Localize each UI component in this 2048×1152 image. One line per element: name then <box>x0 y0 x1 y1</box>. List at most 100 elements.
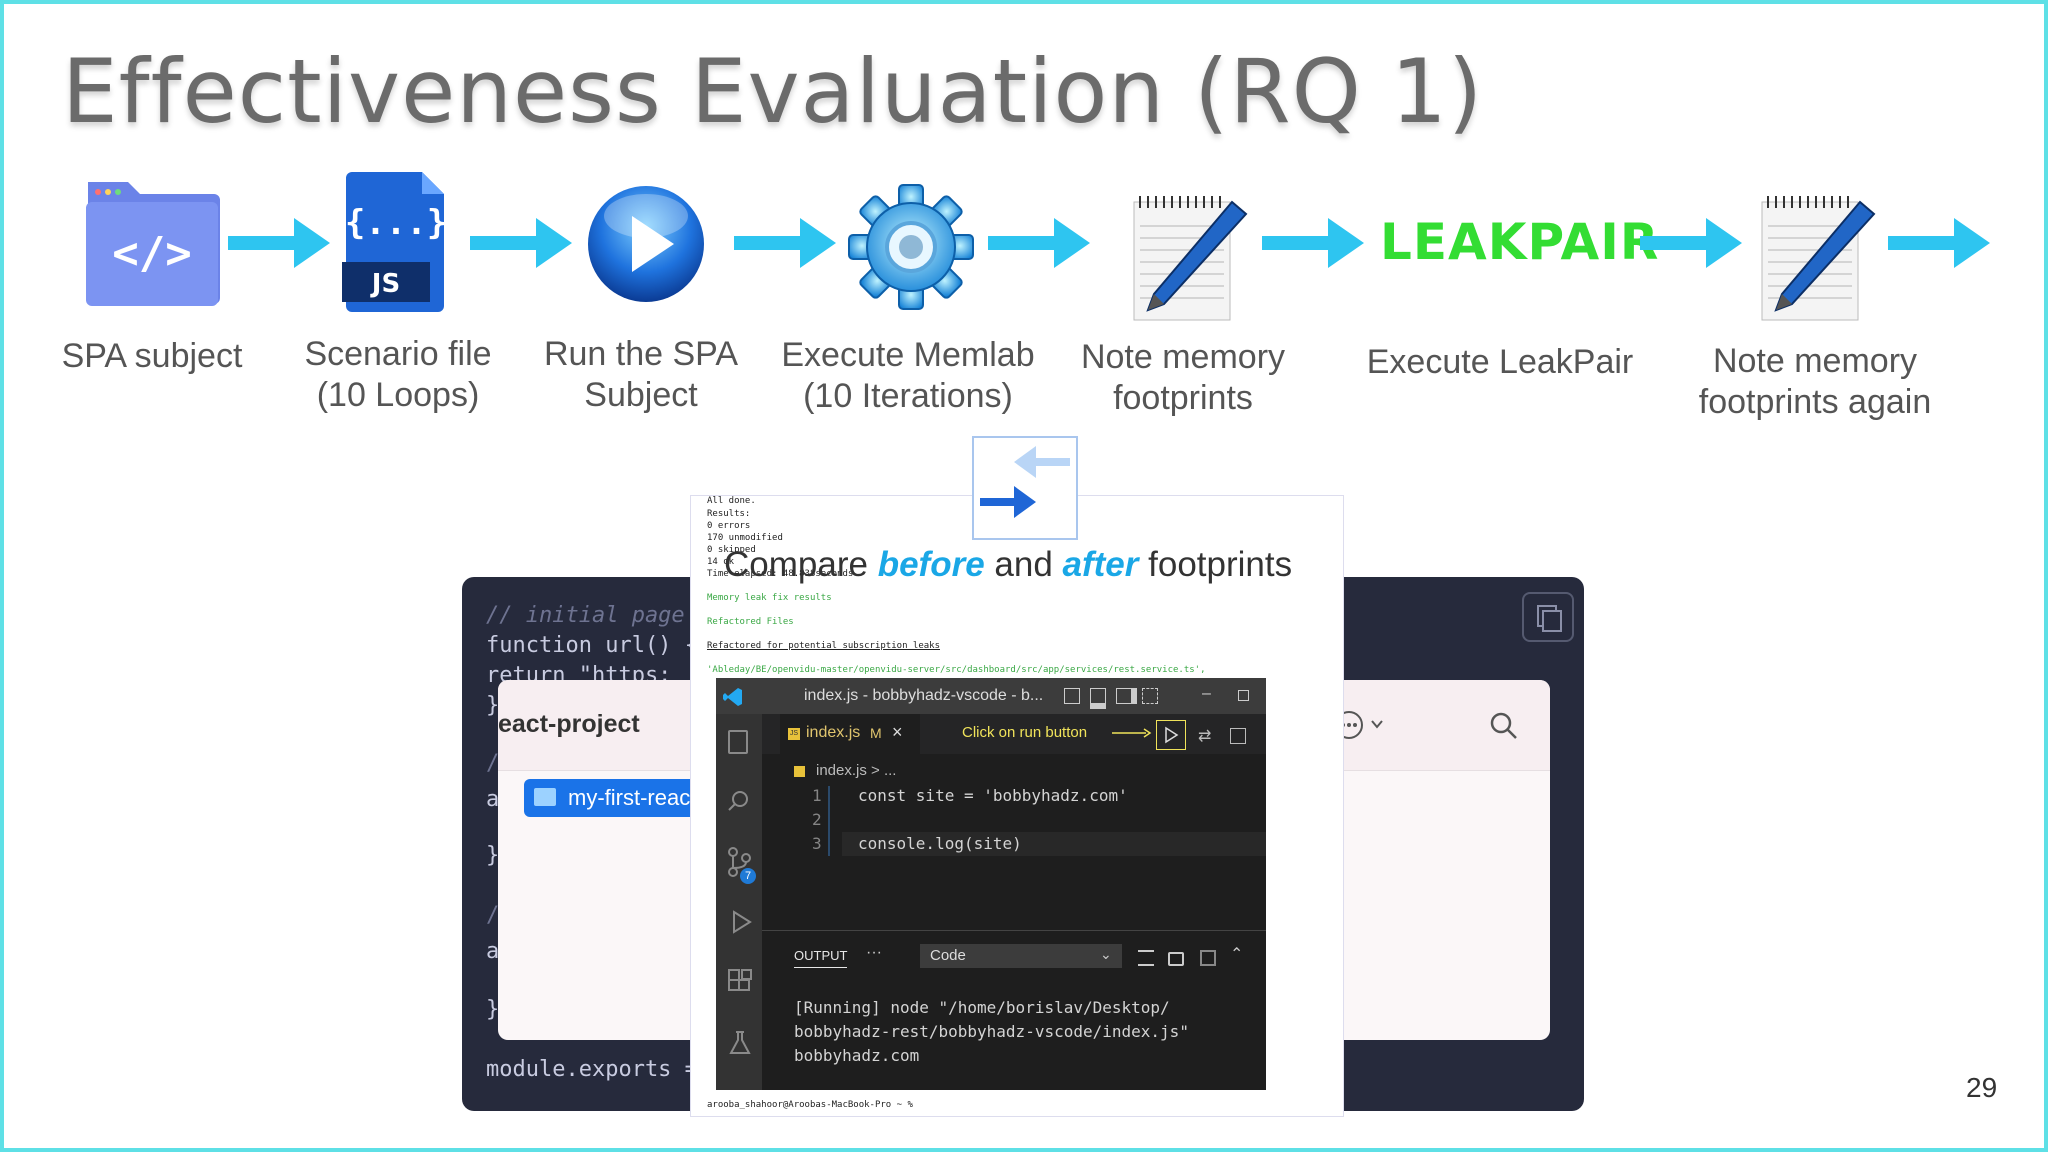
gear-icon <box>846 182 976 317</box>
code-line: } <box>486 693 500 718</box>
line-number: 2 <box>812 810 822 829</box>
run-debug-icon[interactable] <box>726 908 754 941</box>
arrow-right-icon <box>470 218 572 268</box>
testing-icon[interactable] <box>728 1030 752 1061</box>
tab-output[interactable]: OUTPUT <box>794 948 848 968</box>
output-channel-label: Code <box>930 947 966 964</box>
output-line: bobbyhadz.com <box>794 1046 920 1065</box>
svg-text:JS: JS <box>370 269 400 299</box>
arrow-right-icon <box>734 218 836 268</box>
step-label-execute-leakpair: Execute LeakPair <box>1366 343 1634 381</box>
split-editor-icon[interactable] <box>1230 728 1246 744</box>
breadcrumb[interactable]: index.js > ... <box>816 762 897 779</box>
layout-icon[interactable] <box>1064 688 1080 704</box>
chevron-down-icon: ⌄ <box>1100 946 1112 962</box>
maximize-icon[interactable] <box>1238 690 1249 701</box>
clear-output-icon[interactable] <box>1138 950 1154 966</box>
extensions-icon[interactable] <box>726 968 754 1001</box>
leakpair-logo: LEAKPAIR <box>1380 213 1660 271</box>
line-number: 1 <box>812 786 822 805</box>
code-line: } <box>486 843 500 868</box>
svg-text:</>: </> <box>112 228 191 279</box>
code-line: function url() { <box>486 633 698 658</box>
terminal-line: All done. <box>707 496 756 506</box>
search-icon[interactable] <box>726 788 752 819</box>
folder-code-icon: </> <box>82 172 222 315</box>
terminal-line: Refactored Files <box>707 617 794 627</box>
close-icon[interactable]: × <box>892 722 903 742</box>
js-file-icon: {...} JS <box>340 172 452 317</box>
terminal-prompt: arooba_shahoor@Aroobas-MacBook-Pro ~ % <box>707 1100 913 1110</box>
finder-item-label: my-first-react <box>568 785 697 810</box>
code-line: a <box>486 787 500 812</box>
compare-changes-icon[interactable]: ⇄ <box>1198 728 1212 745</box>
run-button[interactable] <box>1156 720 1186 750</box>
compare-caption: Compare before and after footprints <box>724 545 1293 584</box>
tab-label: index.js <box>806 724 861 741</box>
js-file-icon <box>794 766 805 777</box>
arrow-right-icon <box>1888 218 1990 268</box>
step-label-scenario-file: Scenario file(10 Loops) <box>304 335 492 414</box>
play-button-icon <box>586 184 706 309</box>
notepad-pen-icon <box>1756 192 1882 329</box>
source-control-badge: 7 <box>740 868 756 884</box>
layout-icon[interactable] <box>1116 688 1137 704</box>
tab-status: M <box>870 725 882 741</box>
code-line: console.log(site) <box>858 834 1022 853</box>
vscode-window: index.js - bobbyhadz-vscode - b... – 7 J… <box>716 678 1266 1090</box>
annotation-arrow-icon <box>1112 726 1152 745</box>
step-label-execute-memlab: Execute Memlab(10 Iterations) <box>781 336 1035 415</box>
code-line: } <box>486 997 500 1022</box>
terminal-line: Results: <box>707 509 751 519</box>
finder-title: eact-project <box>498 710 640 738</box>
copy-button[interactable] <box>1522 592 1574 642</box>
line-number: 3 <box>812 834 822 853</box>
arrow-right-icon <box>988 218 1090 268</box>
code-line: / <box>486 903 500 928</box>
terminal-line: 14 ok <box>707 557 735 567</box>
more-actions-icon[interactable]: ··· <box>866 944 882 961</box>
minimize-icon[interactable]: – <box>1202 685 1211 702</box>
code-line: const site = 'bobbyhadz.com' <box>858 786 1128 805</box>
step-label-spa-subject: SPA subject <box>61 337 243 375</box>
js-file-icon: JS <box>788 728 800 740</box>
terminal-line: 'Ableday/BE/openvidu-master/openvidu-ser… <box>707 665 1206 675</box>
output-channel-select[interactable]: Code ⌄ <box>920 944 1122 968</box>
layout-icon[interactable] <box>1090 688 1106 709</box>
tab-index-js[interactable]: JS index.js M × <box>780 714 920 754</box>
page-number: 29 <box>1966 1072 1998 1103</box>
code-comment: // initial page <box>486 603 685 628</box>
code-line: / <box>486 751 500 776</box>
terminal-line: 170 unmodified <box>707 533 783 543</box>
terminal-line: Time elapsed: 48.838seconds <box>707 569 854 579</box>
copy-icon[interactable] <box>1200 950 1216 966</box>
code-line: module.exports = <box>486 1057 698 1082</box>
window-title: index.js - bobbyhadz-vscode - b... <box>804 687 1044 704</box>
folder-icon <box>534 788 556 806</box>
slide-title: Effectiveness Evaluation (RQ 1) <box>62 40 1484 143</box>
swap-arrows-icon <box>972 436 1078 540</box>
chevron-up-icon[interactable]: ⌃ <box>1230 946 1244 963</box>
arrow-right-icon <box>228 218 330 268</box>
output-line: bobbyhadz-rest/bobbyhadz-vscode/index.js… <box>794 1022 1189 1041</box>
source-control-icon[interactable] <box>726 846 756 885</box>
terminal-line: 0 errors <box>707 521 751 531</box>
search-icon[interactable] <box>1488 710 1520 747</box>
run-annotation: Click on run button <box>962 724 1088 741</box>
terminal-line: 0 skipped <box>707 545 756 555</box>
arrow-right-icon <box>1262 218 1364 268</box>
notepad-pen-icon <box>1128 192 1254 329</box>
svg-text:{...}: {...} <box>345 203 447 243</box>
terminal-line: Memory leak fix results <box>707 593 832 603</box>
arrow-right-icon <box>1640 218 1742 268</box>
code-line: a <box>486 939 500 964</box>
explorer-icon[interactable] <box>728 730 748 754</box>
terminal-line: Refactored for potential subscription le… <box>707 641 940 651</box>
lock-icon[interactable] <box>1168 952 1184 966</box>
output-line: [Running] node "/home/borislav/Desktop/ <box>794 998 1170 1017</box>
layout-icon[interactable] <box>1142 688 1158 704</box>
